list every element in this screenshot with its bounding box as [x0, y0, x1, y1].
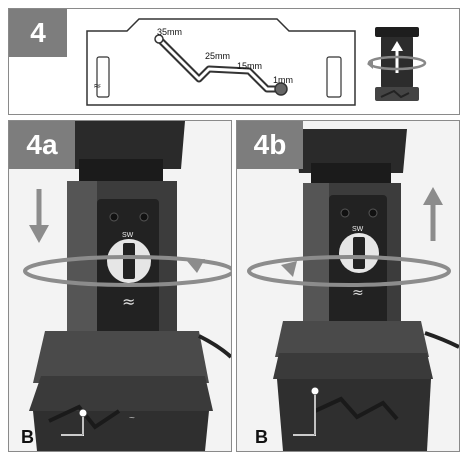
step-badge: 4b — [237, 121, 303, 169]
right-clip — [326, 56, 342, 98]
marker-b-label: B — [21, 427, 34, 447]
pump-base — [33, 331, 209, 383]
depth-label: 15mm — [237, 61, 262, 71]
pump-illustration-4b: SW ≈ ≈ — [237, 121, 459, 451]
flow-symbol: ≈ — [93, 81, 101, 92]
marker-b-label: B — [255, 427, 268, 447]
rotate-arrow — [247, 255, 451, 287]
step-4-panel: 4 ≈ 35mm 25mm 15mm 1mm — [8, 8, 460, 115]
svg-text:≈: ≈ — [352, 285, 364, 301]
pump-illustration-4a: SW ≈ ≈ ~ — [9, 121, 231, 451]
svg-text:SW: SW — [352, 226, 364, 233]
step-4b-panel: 4b SW ≈ ≈ — [236, 120, 460, 452]
step-badge: 4 — [9, 9, 67, 57]
pump-cap — [295, 129, 407, 173]
step-4a-panel: 4a SW ≈ ≈ — [8, 120, 232, 452]
power-cable — [198, 334, 231, 359]
depth-label: 35mm — [157, 27, 182, 37]
step-badge: 4a — [9, 121, 75, 169]
rotate-arrow — [23, 255, 231, 287]
groove-end-knob — [274, 82, 288, 96]
depth-diagram: ≈ 35mm 25mm 15mm 1mm — [86, 18, 427, 106]
depth-label: 25mm — [205, 51, 230, 61]
housing-outline — [86, 18, 356, 106]
svg-text:SW: SW — [122, 232, 134, 239]
pump-thumbnail — [367, 27, 427, 101]
left-clip — [96, 56, 110, 98]
depth-label: 1mm — [273, 75, 293, 85]
svg-text:~: ~ — [129, 413, 135, 424]
pump-cap — [57, 121, 185, 169]
pump-base — [275, 321, 429, 357]
svg-text:≈: ≈ — [122, 292, 135, 311]
power-cable — [424, 331, 459, 349]
